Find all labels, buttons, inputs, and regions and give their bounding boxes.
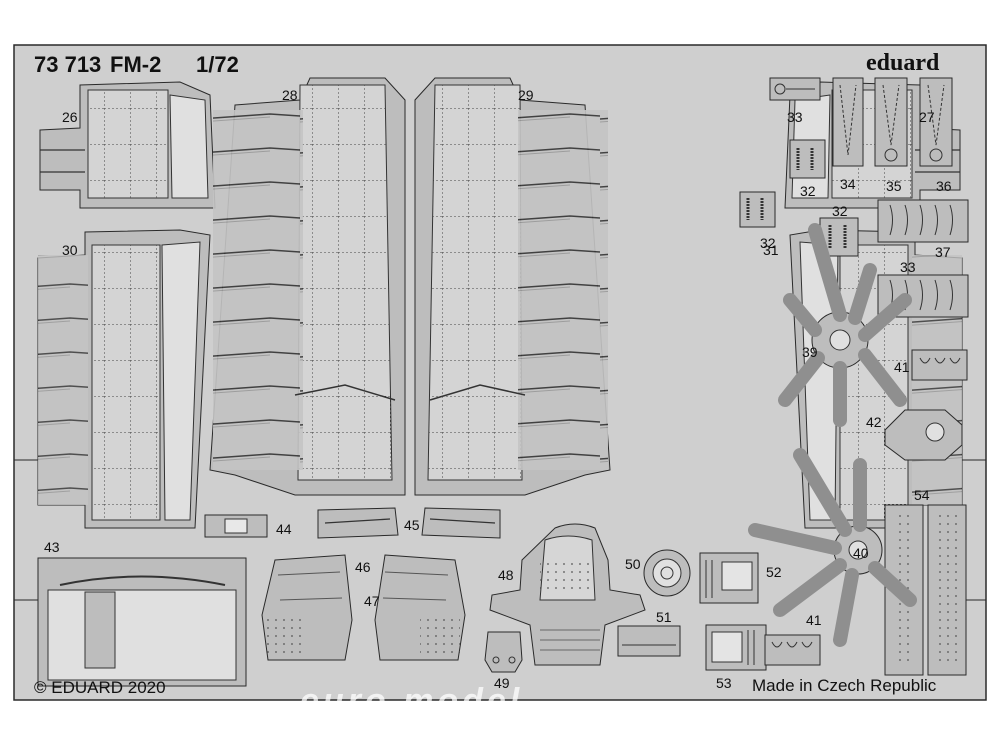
- origin-text: Made in Czech Republic: [752, 676, 937, 695]
- sprue-gates: [14, 459, 986, 601]
- part-50: [643, 549, 691, 597]
- part-number: 32: [800, 183, 816, 199]
- catalog-number: 73 713: [34, 52, 102, 77]
- part-number: 52: [766, 564, 782, 580]
- part-number: 30: [62, 242, 78, 258]
- part-49: [484, 631, 523, 673]
- part-number: 46: [355, 559, 371, 575]
- part-42: [884, 409, 963, 461]
- part-number: 35: [886, 178, 902, 194]
- part-33-top: [769, 77, 821, 101]
- part-52: [699, 552, 759, 604]
- part-41: [764, 349, 968, 666]
- part-45: [317, 507, 501, 539]
- part-30: [37, 229, 211, 529]
- part-39: [778, 223, 912, 427]
- part-number: 47: [364, 593, 380, 609]
- part-number: 54: [914, 487, 930, 503]
- part-number: 40: [853, 545, 869, 561]
- part-number: 27: [919, 109, 935, 125]
- part-48: [489, 523, 646, 666]
- part-number: 29: [518, 87, 534, 103]
- scale-label: 1/72: [196, 52, 239, 77]
- watermark: euro model: [300, 682, 524, 720]
- part-26: [39, 81, 216, 209]
- part-number: 41: [894, 359, 910, 375]
- part-number: 43: [44, 539, 60, 555]
- model-name: FM-2: [110, 52, 162, 77]
- part-46-47: [261, 554, 466, 661]
- part-number: 36: [936, 178, 952, 194]
- part-40: [748, 448, 917, 647]
- part-number: 45: [404, 517, 420, 533]
- part-29: [414, 77, 611, 496]
- part-number: 34: [840, 176, 856, 192]
- part-number: 33: [787, 109, 803, 125]
- part-number: 33: [900, 259, 916, 275]
- part-53: [705, 624, 767, 671]
- part-number: 44: [276, 521, 292, 537]
- part-number: 31: [763, 242, 779, 258]
- part-number: 42: [866, 414, 882, 430]
- part-number: 48: [498, 567, 514, 583]
- part-number: 53: [716, 675, 732, 691]
- part-number: 32: [832, 203, 848, 219]
- part-number: 39: [802, 344, 818, 360]
- part-number: 50: [625, 556, 641, 572]
- part-28: [209, 77, 406, 496]
- part-number: 28: [282, 87, 298, 103]
- part-43: [37, 557, 247, 687]
- part-number: 41: [806, 612, 822, 628]
- part-number: 26: [62, 109, 78, 125]
- part-number: 32: [760, 235, 776, 251]
- part-number: 37: [935, 244, 951, 260]
- part-number: 49: [494, 675, 510, 691]
- part-51: [617, 625, 681, 657]
- part-32: [739, 139, 859, 257]
- part-44: [204, 514, 268, 538]
- copyright-text: © EDUARD 2020: [34, 678, 166, 697]
- brand-logo: eduard: [866, 50, 940, 76]
- part-number: 51: [656, 609, 672, 625]
- parts-34-36: [832, 77, 953, 167]
